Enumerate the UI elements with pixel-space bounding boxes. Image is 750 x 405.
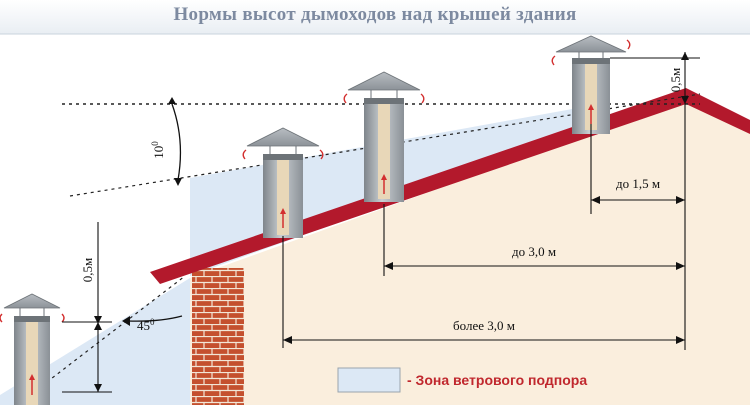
height-dim-left-arrow-3 (94, 384, 102, 392)
page-title: Нормы высот дымоходов над крышей здания (173, 4, 577, 25)
height-dim-left (62, 222, 112, 393)
chimney-3 (347, 71, 421, 202)
legend-swatch (337, 367, 401, 393)
height-dim-left-arrow-1 (94, 316, 102, 324)
height-label-left: 0,5м (80, 258, 95, 282)
wind-arrows (0, 39, 631, 323)
distance-label-1: до 1,5 м (616, 176, 660, 191)
distance-label-2: до 3,0 м (512, 244, 556, 259)
horizontal-dims (282, 124, 685, 348)
chimney-left (3, 293, 61, 405)
angle-label-10: 100 (150, 141, 166, 159)
chimney-4 (555, 35, 627, 134)
horizontal-dim-arrows (283, 196, 685, 344)
angle-label-45: 450 (137, 317, 155, 333)
brick-column (192, 268, 244, 405)
angle-arc-10 (171, 103, 182, 181)
height-dim-left-arrow-2 (94, 322, 102, 330)
angle-arc-10-arrow-top (168, 97, 176, 104)
distance-label-3: более 3,0 м (453, 318, 515, 333)
legend-label: - Зона ветрового подпора (407, 372, 587, 388)
angle-arc-45 (127, 315, 183, 322)
angle-arc-10-arrow-bottom (174, 178, 182, 186)
height-dim-ridge-arrow-bottom (681, 96, 689, 104)
forty-five-degree-line (29, 275, 186, 396)
height-dim-ridge-arrow-top (681, 52, 689, 60)
angle-arc-45-arrow (122, 316, 130, 326)
house-wall (190, 100, 750, 405)
height-label-ridge: 0,5м (668, 68, 683, 92)
title-band (0, 0, 750, 34)
chimney-2 (246, 127, 320, 238)
